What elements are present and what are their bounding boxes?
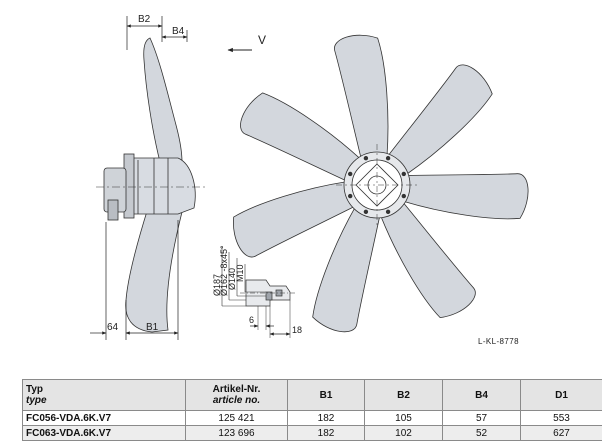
- header-artikel: Artikel-Nr. article no.: [185, 379, 288, 411]
- header-b2: B2: [364, 379, 443, 411]
- cell-b2: 105: [364, 410, 443, 426]
- header-b4: B4: [442, 379, 521, 411]
- side-hub: [131, 157, 196, 215]
- header-typ-label: Typ: [26, 384, 44, 395]
- hub-bolt: [401, 171, 406, 177]
- hub-bolt: [348, 171, 353, 177]
- dim-d187-label: Ø187: [212, 274, 222, 296]
- front-blade: [402, 173, 529, 220]
- fan-technical-drawing: B2 B4 64 B1 V L-KL-8778: [90, 14, 529, 346]
- side-blade-upper: [143, 37, 183, 163]
- cell-d1: 553: [520, 410, 602, 426]
- hub-bolt: [363, 209, 369, 214]
- hub-bolt: [401, 193, 406, 199]
- dimensions-top: [126, 16, 188, 50]
- front-blades: [233, 34, 529, 333]
- hub-bolt: [363, 156, 369, 161]
- fan-side-view: [96, 37, 208, 333]
- cell-d1: 627: [520, 425, 602, 441]
- hub-bolt: [385, 156, 391, 161]
- dim-b4-label: B4: [172, 26, 185, 37]
- front-blade: [240, 92, 361, 182]
- dim-m10-label: M10: [235, 264, 245, 282]
- header-artikel-sub: article no.: [212, 395, 261, 406]
- cell-artikel: 123 696: [185, 425, 288, 441]
- header-d1: D1: [520, 379, 602, 411]
- cell-b4: 57: [442, 410, 521, 426]
- front-blade: [334, 34, 389, 159]
- front-blade: [380, 201, 476, 319]
- header-typ-sub: type: [26, 395, 47, 406]
- cell-artikel: 125 421: [185, 410, 288, 426]
- dim-b2-label: B2: [138, 14, 151, 25]
- cell-b4: 52: [442, 425, 521, 441]
- header-artikel-label: Artikel-Nr.: [212, 384, 261, 395]
- front-blade: [387, 64, 493, 176]
- table-row: FC056-VDA.6K.V7 125 421 182 105 57 553: [22, 410, 602, 426]
- dimensions-bottom: [90, 220, 179, 340]
- side-terminal: [107, 199, 119, 221]
- dim-6-label: 6: [249, 315, 254, 325]
- dim-d140-label: Ø140: [227, 268, 237, 290]
- cell-b1: 182: [287, 425, 365, 441]
- side-blade-lower: [125, 207, 183, 333]
- table-header-row: Typ type Artikel-Nr. article no. B1 B2 B…: [22, 379, 602, 411]
- table-row: FC063-VDA.6K.V7 123 696 182 102 52 627: [22, 425, 602, 441]
- dim-18-label: 18: [292, 325, 302, 335]
- cell-b2: 102: [364, 425, 443, 441]
- drawing-reference: L-KL-8778: [478, 337, 519, 346]
- dim-d162-label: Ø162 -8x45°: [219, 245, 229, 296]
- cell-b1: 182: [287, 410, 365, 426]
- spec-table: Typ type Artikel-Nr. article no. B1 B2 B…: [22, 379, 602, 441]
- front-blade: [233, 181, 356, 258]
- cell-typ: FC063-VDA.6K.V7: [22, 425, 186, 441]
- airflow-label: V: [258, 33, 266, 47]
- flange-detail: [221, 246, 296, 338]
- front-hub-bolts: [348, 156, 406, 214]
- dim-64-label: 64: [107, 322, 119, 333]
- header-typ: Typ type: [22, 379, 186, 411]
- fan-front-view: [233, 34, 529, 333]
- dim-b1-label: B1: [146, 322, 159, 333]
- hub-bolt: [348, 193, 353, 199]
- header-b1: B1: [287, 379, 365, 411]
- cell-typ: FC056-VDA.6K.V7: [22, 410, 186, 426]
- hub-bolt: [385, 209, 391, 214]
- front-blade: [312, 206, 381, 333]
